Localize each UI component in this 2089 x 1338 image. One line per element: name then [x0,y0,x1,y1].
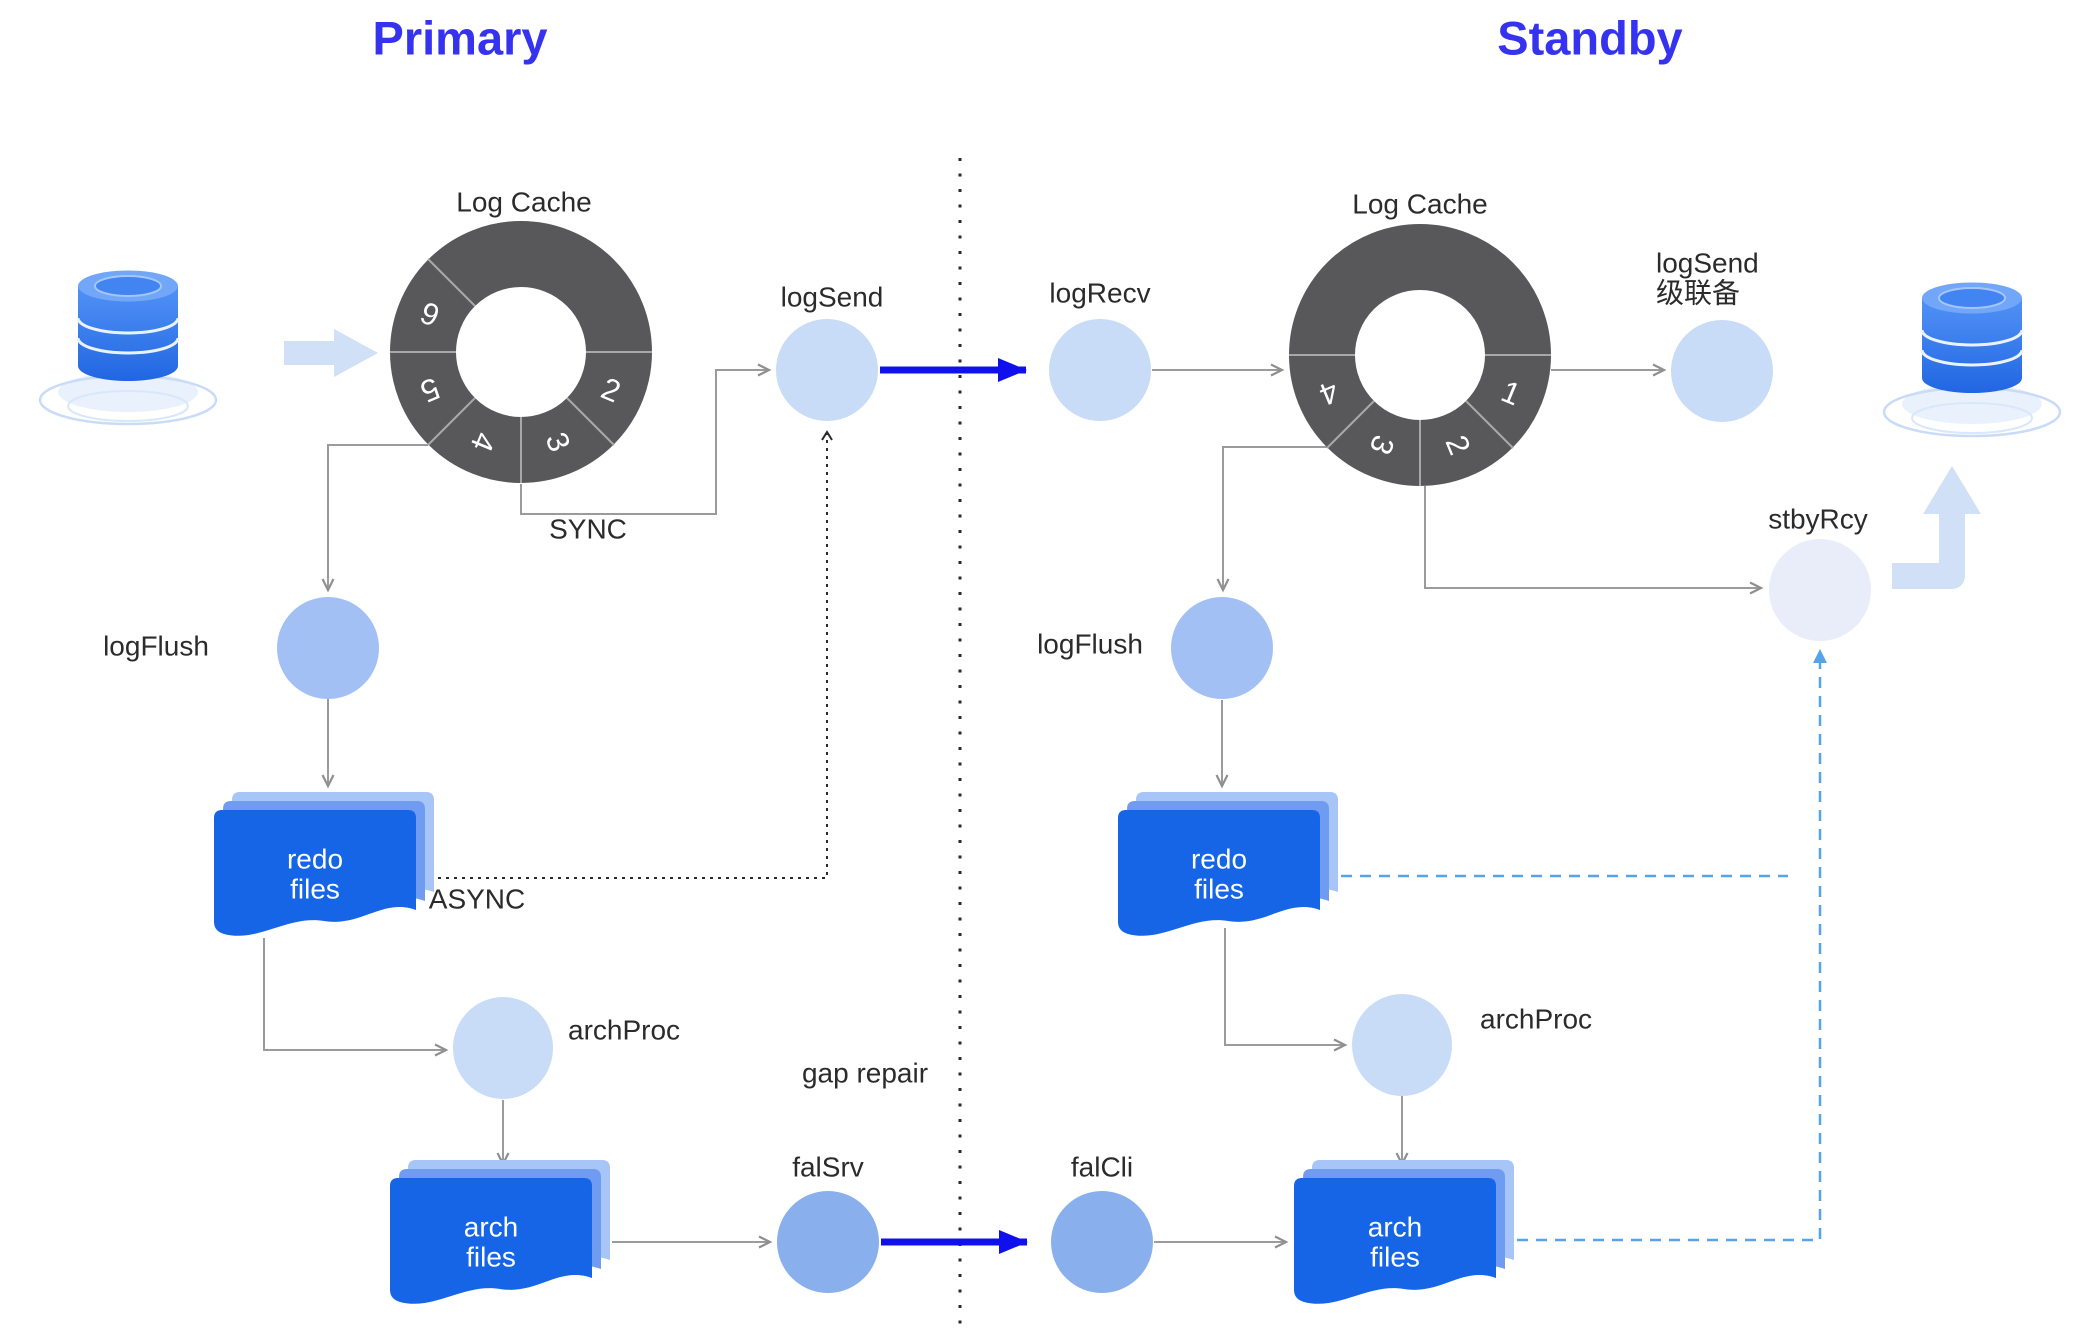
arch-files-text-line2-standby: files [1370,1242,1420,1273]
stbyrcy-label-standby: stbyRcy [1768,504,1868,535]
log-cache-ring-primary: 6 5 4 3 2 [390,221,652,483]
node-logsend-primary [776,319,878,421]
log-cache-label-standby: Log Cache [1352,189,1487,220]
db-to-logcache-arrow-icon [284,329,378,377]
archproc-label-standby: archProc [1480,1004,1592,1035]
edge-logcache-to-logflush-primary [321,444,428,593]
standby-title: Standby [1497,12,1682,65]
node-archproc-primary [453,997,553,1099]
log-cache-ring-standby: 4 3 2 1 [1289,224,1551,486]
node-logsend-cascade-standby [1671,320,1773,422]
logsend-cascade-label-line1: logSend [1656,248,1759,279]
primary-database-icon [38,269,218,426]
edge-redo-to-archproc-standby [1224,928,1348,1052]
logsend-cascade-label-line2: 级联备 [1656,278,1740,309]
async-label: ASYNC [429,884,525,915]
falcli-label-standby: falCli [1071,1152,1133,1183]
redo-files-text-line2-primary: files [290,874,340,905]
node-stbyrcy-standby [1769,539,1871,641]
edge-logcache-to-stbyrcy [1424,486,1764,595]
log-cache-label-primary: Log Cache [456,187,591,218]
redo-files-text-line1-standby: redo [1191,844,1247,875]
logsend-label-primary: logSend [781,282,884,313]
redo-files-text-line1-primary: redo [287,844,343,875]
falsrv-label-primary: falSrv [792,1152,864,1183]
edge-redo-to-archproc-primary [263,938,449,1057]
standby-database-icon [1882,281,2062,438]
ring-dividers-primary [390,258,652,483]
node-falcli-standby [1051,1191,1153,1293]
logflush-label-primary: logFlush [103,631,209,662]
logflush-label-standby: logFlush [1037,629,1143,660]
edge-async-redo-to-logsend [438,430,833,879]
edge-dashed-arch-to-stbyrcy [1517,649,1827,1242]
arch-files-text-line2-primary: files [466,1242,516,1273]
logrecv-label-standby: logRecv [1049,278,1150,309]
edge-sync-logcache-to-logsend [520,363,772,515]
primary-title: Primary [372,12,547,65]
sync-label: SYNC [549,514,627,545]
archproc-label-primary: archProc [568,1015,680,1046]
node-archproc-standby [1352,994,1452,1096]
node-logflush-primary [277,597,379,699]
node-falsrv-primary [777,1191,879,1293]
edge-logcache-to-logflush-standby [1216,446,1327,593]
arch-files-text-line1-standby: arch [1368,1212,1422,1243]
gap-repair-label: gap repair [802,1058,928,1089]
ring-dividers-standby [1289,354,1551,486]
redo-files-text-line2-standby: files [1194,874,1244,905]
node-logrecv-standby [1049,319,1151,421]
node-logflush-standby [1171,597,1273,699]
arch-files-text-line1-primary: arch [464,1212,518,1243]
stbyrcy-to-db-arrow-icon [1892,466,1981,589]
